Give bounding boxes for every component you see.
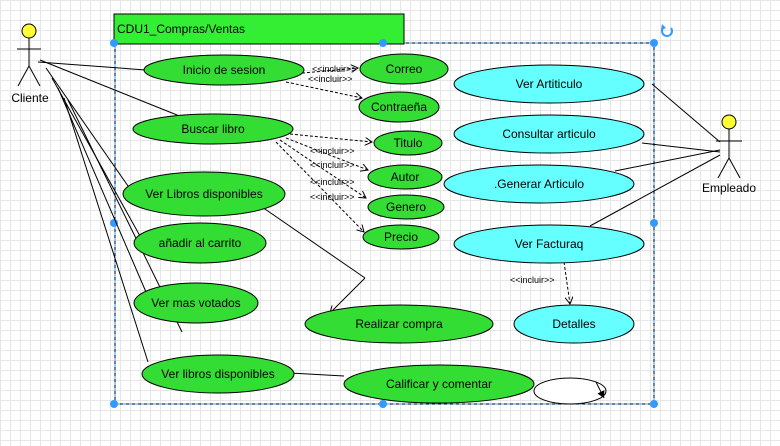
system-title-tab[interactable]: CDU1_Compras/Ventas <box>113 13 405 45</box>
usecase-contrasena[interactable]: Contraeña <box>358 91 440 123</box>
svg-text:Ver Libros disponibles: Ver Libros disponibles <box>145 187 262 201</box>
include-label: <<incluir>> <box>308 74 353 84</box>
include-relationships <box>275 68 570 304</box>
svg-text:Consultar articulo: Consultar articulo <box>502 127 596 141</box>
actor-cliente[interactable]: Cliente <box>11 23 49 105</box>
rotate-icon[interactable] <box>661 24 673 37</box>
svg-text:añadir al carrito: añadir al carrito <box>159 236 242 250</box>
svg-text:Titulo: Titulo <box>394 136 423 150</box>
svg-text:Realizar compra: Realizar compra <box>355 317 443 331</box>
svg-text:.Generar Articulo: .Generar Articulo <box>494 177 584 191</box>
actor-empleado-label: Empleado <box>702 181 756 195</box>
usecase-ver-libros-disponibles-2[interactable]: Ver libros disponibles <box>141 354 295 394</box>
include-label: <<incluir>> <box>310 177 355 187</box>
svg-text:Ver Artiticulo: Ver Artiticulo <box>516 77 583 91</box>
usecase-correo[interactable]: Correo <box>359 53 449 85</box>
usecase-inicio-sesion[interactable]: Inicio de sesion <box>143 54 305 86</box>
include-label: <<incluir>> <box>310 192 355 202</box>
usecase-precio[interactable]: Precio <box>362 224 440 250</box>
svg-text:Precio: Precio <box>384 230 418 244</box>
include-label: <<incluir>> <box>310 160 355 170</box>
svg-text:Autor: Autor <box>391 170 420 184</box>
svg-text:Correo: Correo <box>386 62 423 76</box>
usecase-ver-factura[interactable]: Ver Facturaq <box>453 224 645 264</box>
usecase-consultar-articulo[interactable]: Consultar articulo <box>453 114 645 154</box>
usecase-calificar-comentar[interactable]: Calificar y comentar <box>343 364 535 404</box>
usecase-detalles[interactable]: Detalles <box>513 304 635 344</box>
selection-handles[interactable] <box>110 39 658 408</box>
usecase-ver-libros-disponibles-1[interactable]: Ver Libros disponibles <box>122 171 286 217</box>
usecase-titulo[interactable]: Titulo <box>373 130 443 156</box>
usecase-generar-articulo[interactable]: .Generar Articulo <box>443 164 635 204</box>
usecase-genero[interactable]: Genero <box>367 194 445 220</box>
svg-text:Ver libros disponibles: Ver libros disponibles <box>161 367 274 381</box>
usecase-anadir-carrito[interactable]: añadir al carrito <box>133 222 267 264</box>
usecase-ver-articulo[interactable]: Ver Artiticulo <box>453 64 645 104</box>
actor-empleado[interactable]: Empleado <box>702 114 756 195</box>
usecase-realizar-compra[interactable]: Realizar compra <box>304 304 494 344</box>
cliente-associations <box>37 59 366 377</box>
svg-text:Calificar y comentar: Calificar y comentar <box>386 377 492 391</box>
svg-text:Ver Facturaq: Ver Facturaq <box>515 237 584 251</box>
svg-text:Buscar libro: Buscar libro <box>181 122 245 136</box>
include-label: <<incluir>> <box>510 275 555 285</box>
system-title: CDU1_Compras/Ventas <box>117 22 245 36</box>
include-label: <<incluir>> <box>310 146 355 156</box>
svg-text:Contraeña: Contraeña <box>371 100 427 114</box>
usecase-buscar-libro[interactable]: Buscar libro <box>132 113 294 145</box>
svg-text:Genero: Genero <box>386 200 426 214</box>
include-labels: <<incluir>> <<incluir>> <<incluir>> <<in… <box>308 64 555 285</box>
include-label: <<incluir>> <box>312 64 357 74</box>
svg-text:Ver mas votados: Ver mas votados <box>151 296 240 310</box>
empleado-associations <box>589 83 721 227</box>
usecase-ver-mas-votados[interactable]: Ver mas votados <box>133 282 259 324</box>
actor-cliente-label: Cliente <box>11 91 49 105</box>
usecase-autor[interactable]: Autor <box>367 164 443 190</box>
svg-text:Inicio de sesion: Inicio de sesion <box>183 63 266 77</box>
empty-ellipse[interactable] <box>533 377 607 405</box>
svg-text:Detalles: Detalles <box>552 317 595 331</box>
